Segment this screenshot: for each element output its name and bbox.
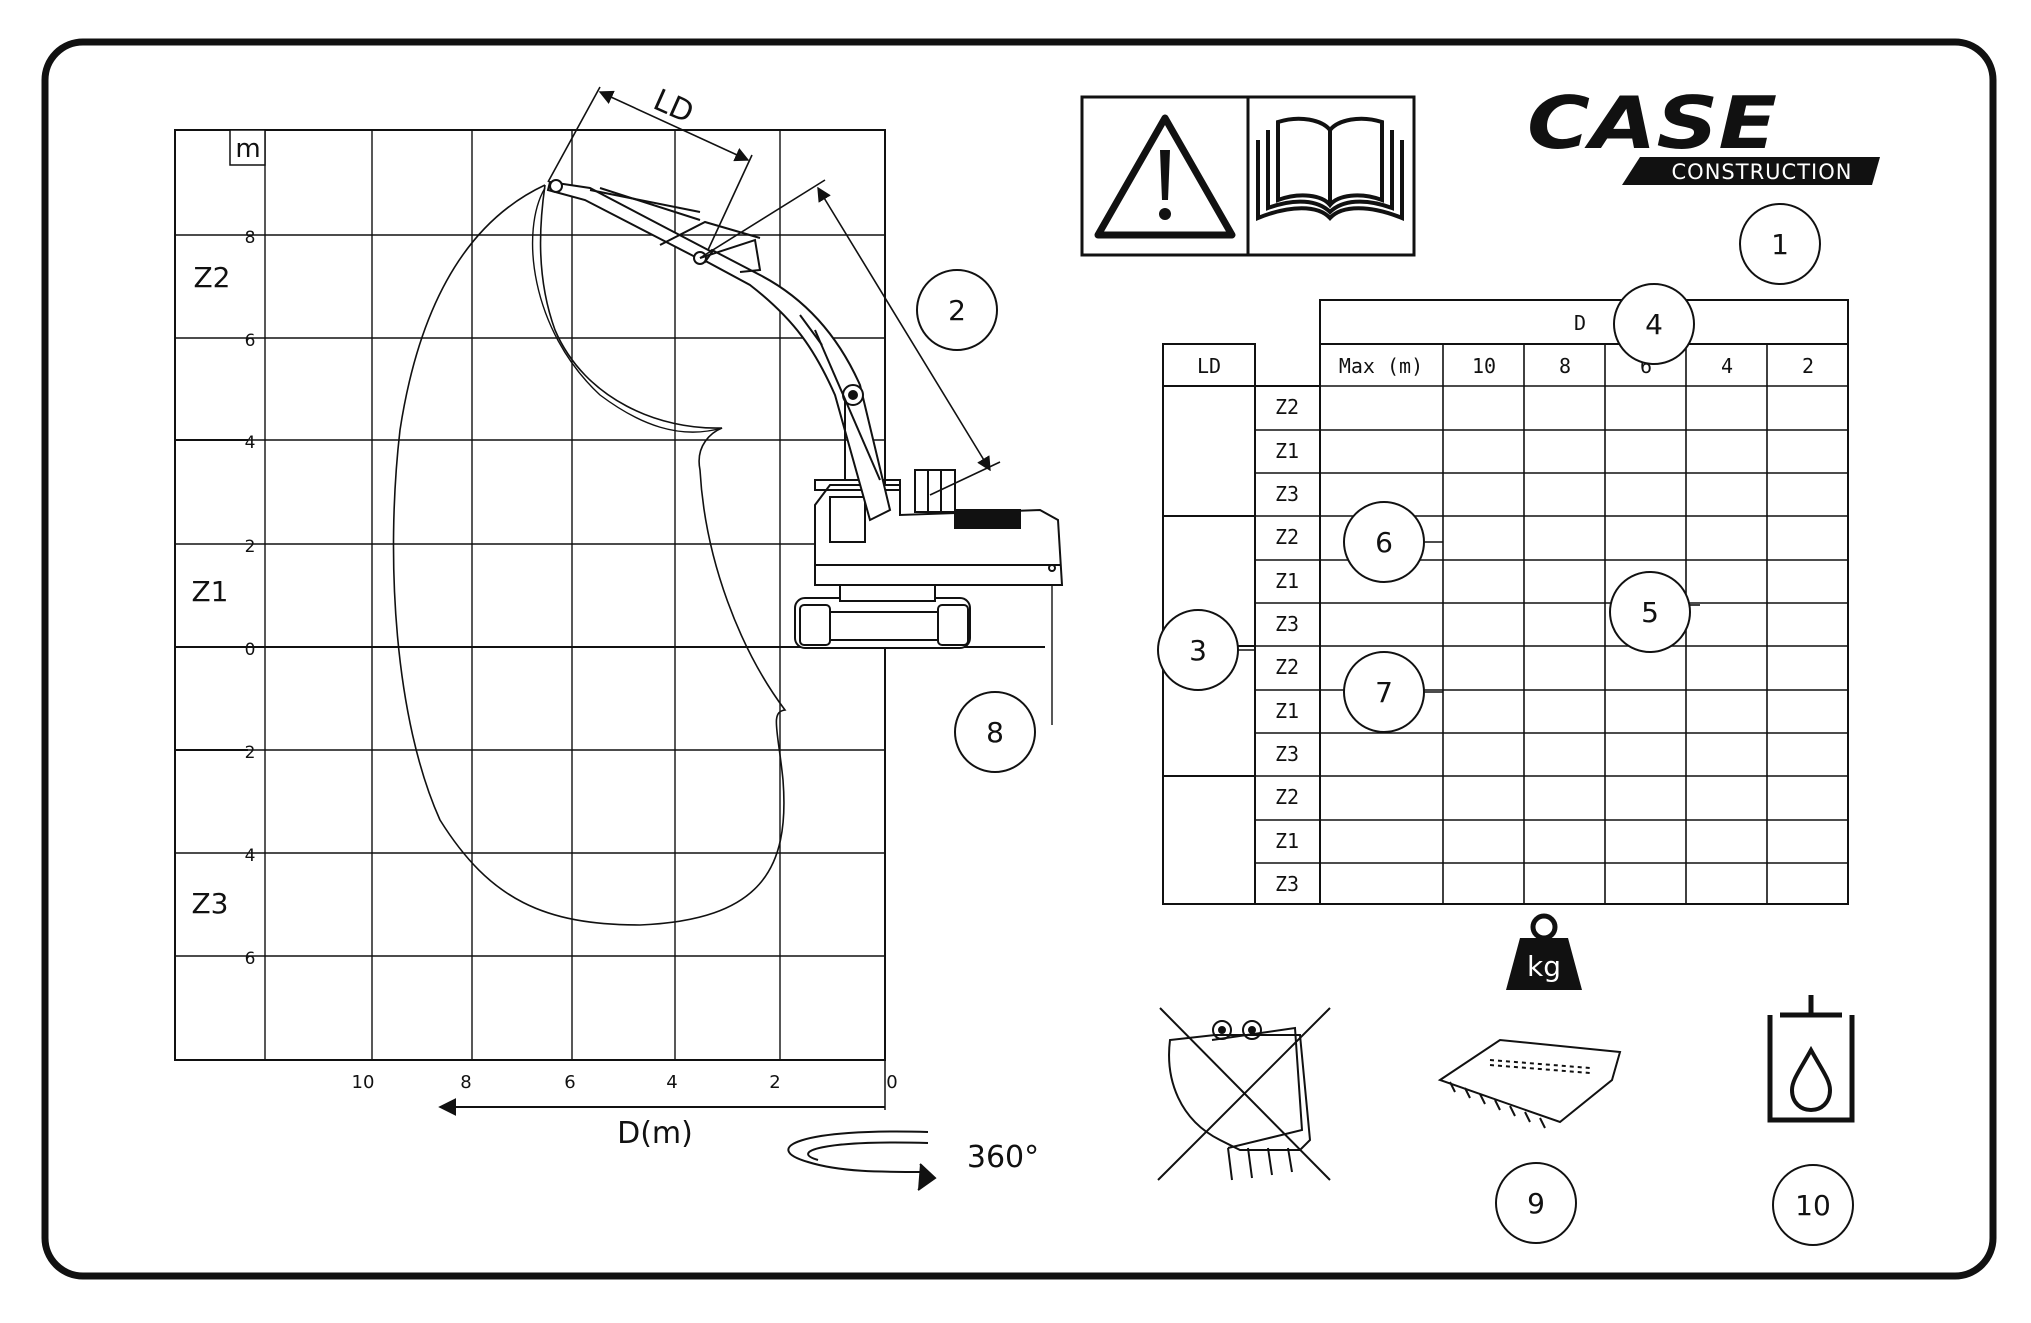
zone-label-z1: Z1	[192, 575, 229, 608]
crossed-bucket-icon	[1157, 1007, 1331, 1181]
warning-triangle-icon	[1094, 114, 1236, 239]
unit-label: m	[235, 134, 260, 164]
x-tick-label: 6	[564, 1072, 575, 1093]
callout-label-2: 2	[948, 294, 966, 327]
d-header: D	[1574, 311, 1586, 335]
row-zone-label: Z2	[1275, 655, 1299, 679]
col-header: 8	[1559, 354, 1571, 378]
callout-markers	[916, 203, 1854, 1246]
row-zone-label: Z3	[1275, 482, 1299, 506]
y-tick-label: 2	[245, 537, 256, 557]
callout-1	[1739, 203, 1821, 285]
rotation-icon	[787, 1130, 937, 1191]
callout-9	[1495, 1162, 1577, 1244]
callout-label-3: 3	[1189, 634, 1207, 667]
weight-label: kg	[1527, 950, 1561, 983]
rotation-label: 360°	[967, 1140, 1039, 1175]
y-tick-label: 6	[245, 949, 256, 969]
row-zone-label: Z1	[1275, 439, 1299, 463]
zone-label-z3: Z3	[192, 887, 229, 920]
callout-10	[1772, 1164, 1854, 1246]
y-tick-label: 8	[245, 228, 256, 248]
col-header: 2	[1802, 354, 1814, 378]
callout-label-4: 4	[1645, 308, 1663, 341]
callout-label-6: 6	[1375, 526, 1393, 559]
case-logo: CASE CONSTRUCTION	[1527, 81, 1880, 185]
y-tick-label: 0	[245, 640, 256, 660]
hydraulic-oil-icon	[1767, 995, 1855, 1123]
working-range-chart: m 8 6 4 2 0 2 4 6 Z2 Z1 Z3 10 8 6 4 2 0 …	[174, 129, 1045, 1191]
row-zone-label: Z2	[1275, 525, 1299, 549]
col-header: 10	[1472, 354, 1496, 378]
row-zone-label: Z3	[1275, 872, 1299, 896]
callout-label-8: 8	[986, 716, 1004, 749]
callout-label-5: 5	[1641, 596, 1659, 629]
zone-label-z2: Z2	[194, 261, 231, 294]
callout-5	[1609, 571, 1691, 653]
col-header: 4	[1721, 354, 1733, 378]
y-tick-label: 2	[245, 743, 256, 763]
row-zone-label: Z3	[1275, 612, 1299, 636]
brand-sub: CONSTRUCTION	[1672, 160, 1853, 184]
load-chart-table: D LD	[1162, 299, 1849, 905]
callout-label-9: 9	[1527, 1187, 1545, 1220]
callout-8	[954, 691, 1036, 773]
row-zone-label: Z1	[1275, 569, 1299, 593]
y-tick-label: 4	[245, 846, 256, 866]
callout-label-7: 7	[1375, 676, 1393, 709]
row-zone-label: Z1	[1275, 699, 1299, 723]
excavator-illustration	[546, 179, 1064, 649]
callout-label-10: 10	[1795, 1189, 1831, 1222]
x-tick-label: 4	[666, 1072, 677, 1093]
row-zone-label: Z2	[1275, 395, 1299, 419]
ld-header: LD	[1197, 354, 1221, 378]
ld-dimension	[547, 86, 753, 251]
bucket-teeth-icon	[1437, 1038, 1622, 1129]
ld-label: LD	[648, 83, 699, 131]
working-range-envelope	[392, 184, 787, 926]
row-zone-label: Z3	[1275, 742, 1299, 766]
col-header: Max (m)	[1339, 354, 1423, 378]
read-manual-book-icon	[1256, 116, 1404, 221]
warning-read-manual-panel	[1080, 95, 1416, 257]
callout-label-1: 1	[1771, 228, 1789, 261]
weight-kg-icon: kg	[1506, 913, 1582, 990]
x-tick-label: 0	[886, 1072, 897, 1093]
callout-2	[916, 269, 998, 351]
row-zone-label: Z1	[1275, 829, 1299, 853]
y-tick-label: 4	[245, 433, 256, 453]
decal-border	[41, 38, 1997, 1280]
row-zone-label: Z2	[1275, 785, 1299, 809]
brand-name: CASE	[1527, 81, 1777, 165]
x-tick-label: 10	[352, 1072, 375, 1093]
y-tick-label: 6	[245, 331, 256, 351]
x-tick-label: 2	[769, 1072, 780, 1093]
callout-4	[1613, 283, 1695, 365]
x-tick-label: 8	[460, 1072, 471, 1093]
x-axis-label: D(m)	[617, 1116, 693, 1151]
reach-dimension	[699, 179, 1001, 496]
